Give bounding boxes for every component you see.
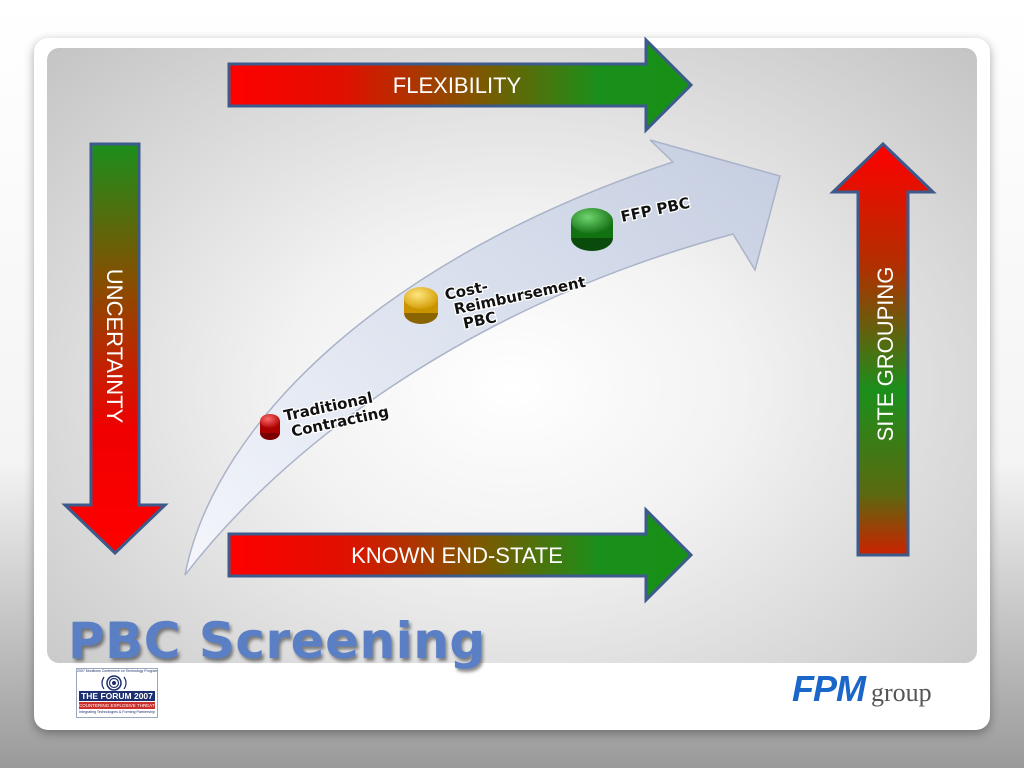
site-grouping-arrow: SITE GROUPING — [829, 141, 937, 557]
slide-title: PBC Screening — [68, 612, 486, 670]
forum-2007-logo: 2007 Munitions Conference on Technology … — [76, 668, 158, 718]
site-grouping-label: SITE GROUPING — [873, 267, 898, 442]
fpm-group-word: group — [871, 678, 932, 707]
red-button-icon — [260, 414, 280, 440]
forum-band: COUNTERING EXPLOSIVE THREATS — [79, 702, 155, 709]
forum-name: THE FORUM 2007 — [79, 691, 155, 701]
flexibility-label: FLEXIBILITY — [393, 73, 522, 98]
known-end-state-label: KNOWN END-STATE — [351, 543, 563, 568]
fpm-brand: FPM — [792, 668, 866, 709]
flexibility-arrow: FLEXIBILITY — [227, 36, 694, 134]
green-button-icon — [571, 208, 613, 251]
forum-tagline: Integrating Technologies & Forming Partn… — [79, 710, 155, 714]
uncertainty-label: UNCERTAINTY — [102, 269, 127, 424]
progression-curve-arrow — [184, 139, 781, 576]
yellow-button-icon — [404, 287, 438, 324]
uncertainty-arrow: UNCERTAINTY — [61, 142, 169, 556]
known-end-state-arrow: KNOWN END-STATE — [227, 506, 694, 604]
forum-top-text: 2007 Munitions Conference on Technology … — [77, 669, 157, 673]
target-rings-icon — [101, 675, 127, 691]
